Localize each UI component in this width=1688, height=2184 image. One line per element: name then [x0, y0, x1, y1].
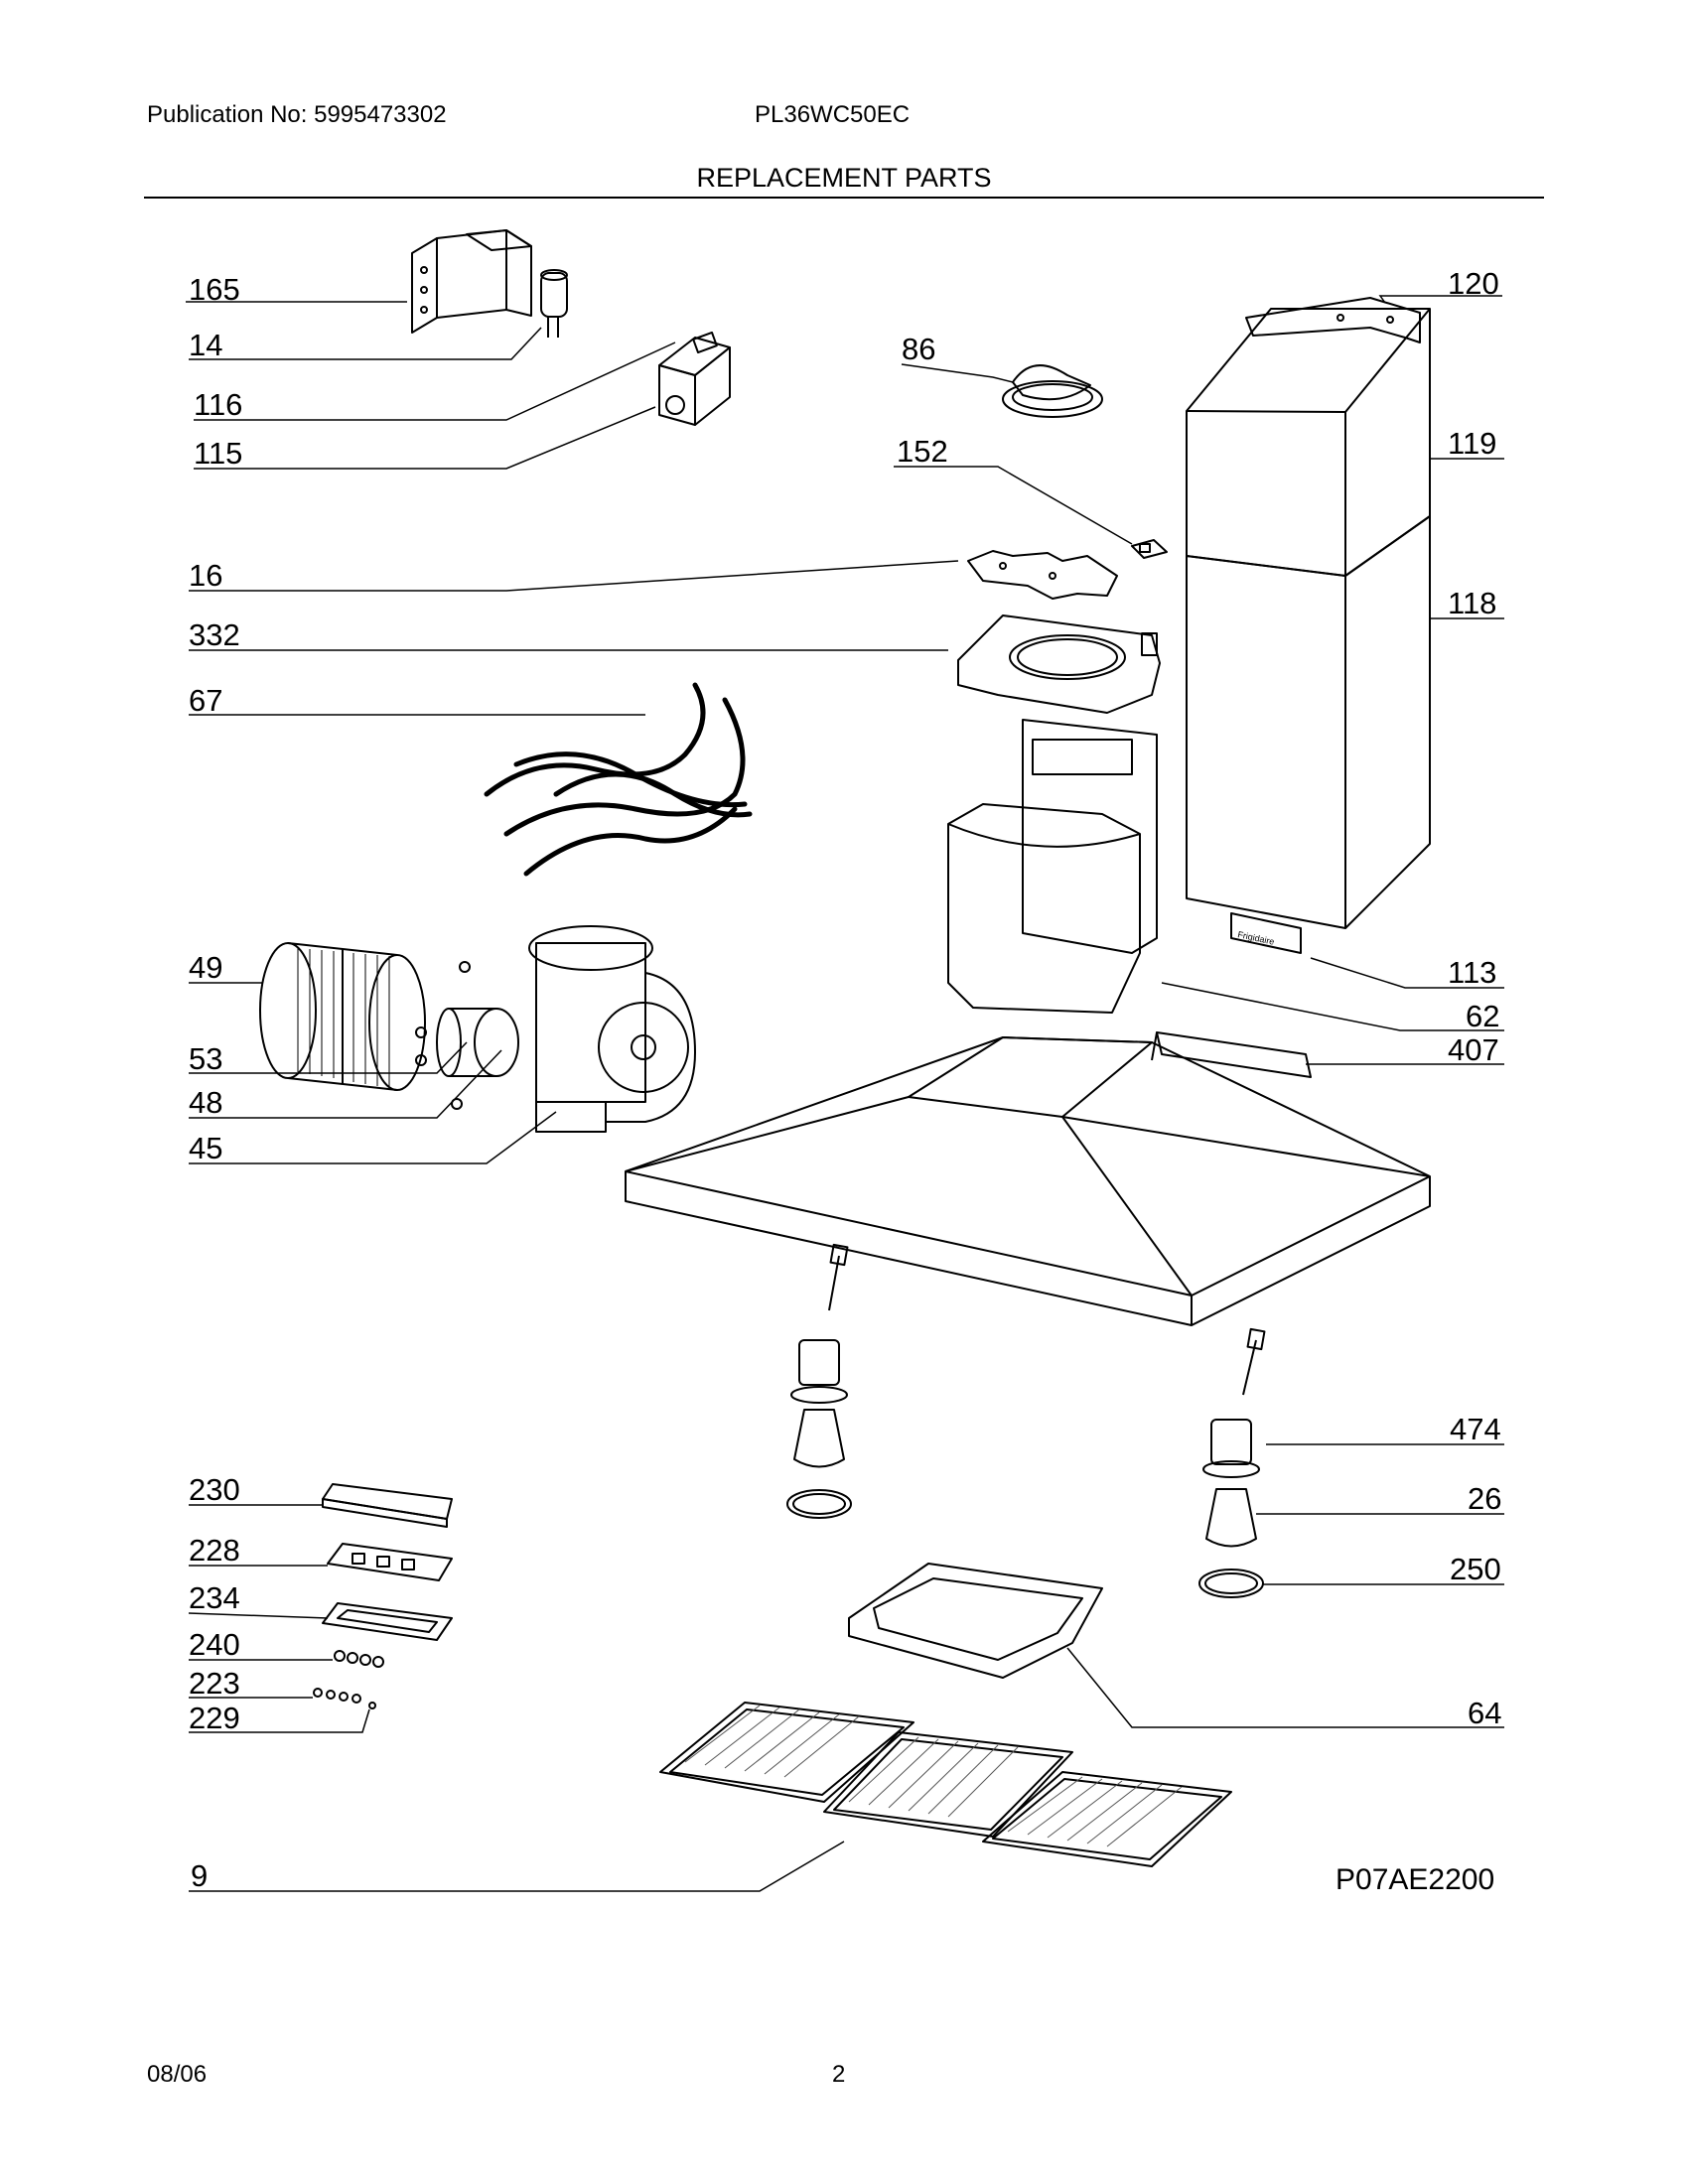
callout-113: 113	[1448, 955, 1496, 990]
callout-16: 16	[189, 558, 222, 593]
part-118-lower-chimney	[1186, 515, 1431, 929]
part-67-wires	[484, 682, 753, 877]
part-16-board	[967, 550, 1118, 600]
callout-labels: 165 14 116 115 16 332 67 49 53 48 45 230…	[189, 266, 1501, 1893]
callout-332: 332	[189, 617, 240, 652]
callout-223: 223	[189, 1666, 240, 1701]
callout-118: 118	[1448, 586, 1496, 620]
header-rule	[144, 197, 1544, 199]
callout-116: 116	[194, 387, 242, 422]
callout-115: 115	[194, 436, 242, 471]
part-234-frame	[322, 1602, 453, 1641]
callout-240: 240	[189, 1627, 240, 1662]
callout-152: 152	[897, 434, 948, 469]
callout-14: 14	[189, 328, 222, 362]
part-119-upper-chimney	[1186, 308, 1431, 577]
part-62-duct	[947, 719, 1158, 1014]
part-223-buttons	[313, 1688, 361, 1704]
leader-lines	[186, 295, 1504, 1892]
part-9-mesh	[684, 1705, 1183, 1847]
callout-62: 62	[1466, 999, 1499, 1033]
part-332-plate	[957, 614, 1161, 714]
right-lamp	[1198, 1327, 1266, 1598]
callout-45: 45	[189, 1131, 222, 1165]
callout-165: 165	[189, 272, 240, 307]
callout-250: 250	[1450, 1552, 1501, 1586]
callout-228: 228	[189, 1533, 240, 1568]
part-64-frame	[848, 1563, 1103, 1679]
callout-86: 86	[902, 332, 935, 366]
part-230-cover	[322, 1483, 453, 1528]
part-14-capacitor	[540, 269, 568, 338]
callout-48: 48	[189, 1085, 222, 1120]
part-48-motor	[436, 1008, 519, 1077]
page-number: 2	[832, 2061, 846, 2088]
callout-9: 9	[191, 1858, 208, 1893]
part-113-badge	[1230, 912, 1302, 954]
part-45-housing	[528, 925, 696, 1133]
footer-date: 08/06	[147, 2061, 208, 2088]
part-165-bracket	[411, 229, 532, 334]
callout-407: 407	[1448, 1032, 1499, 1067]
callout-49: 49	[189, 950, 222, 985]
part-152-switch	[1131, 539, 1168, 559]
part-86-damper	[1002, 364, 1103, 418]
part-53-nuts	[415, 961, 471, 1110]
model-number: PL36WC50EC	[755, 101, 911, 128]
callout-229: 229	[189, 1701, 240, 1735]
part-229-screw	[368, 1702, 376, 1709]
page-title: REPLACEMENT PARTS	[696, 163, 992, 193]
callout-26: 26	[1468, 1481, 1501, 1516]
callout-67: 67	[189, 683, 222, 718]
part-9-filters	[659, 1702, 1232, 1867]
figure-code: P07AE2200	[1336, 1863, 1495, 1896]
left-lamp	[786, 1243, 852, 1519]
part-228-pcb	[327, 1543, 453, 1581]
part-115-box	[658, 332, 731, 426]
callout-474: 474	[1450, 1412, 1501, 1446]
publication-number: Publication No: 5995473302	[147, 101, 447, 128]
callout-230: 230	[189, 1472, 240, 1507]
part-49-wheel	[259, 942, 426, 1091]
part-49-fins	[297, 948, 390, 1088]
callout-120: 120	[1448, 266, 1499, 301]
part-240-knobs	[334, 1650, 384, 1668]
callout-53: 53	[189, 1041, 222, 1076]
callout-64: 64	[1468, 1696, 1501, 1730]
callout-119: 119	[1448, 426, 1496, 461]
hood-canopy	[625, 1036, 1431, 1326]
callout-234: 234	[189, 1580, 240, 1615]
part-120-bracket	[1245, 297, 1421, 343]
